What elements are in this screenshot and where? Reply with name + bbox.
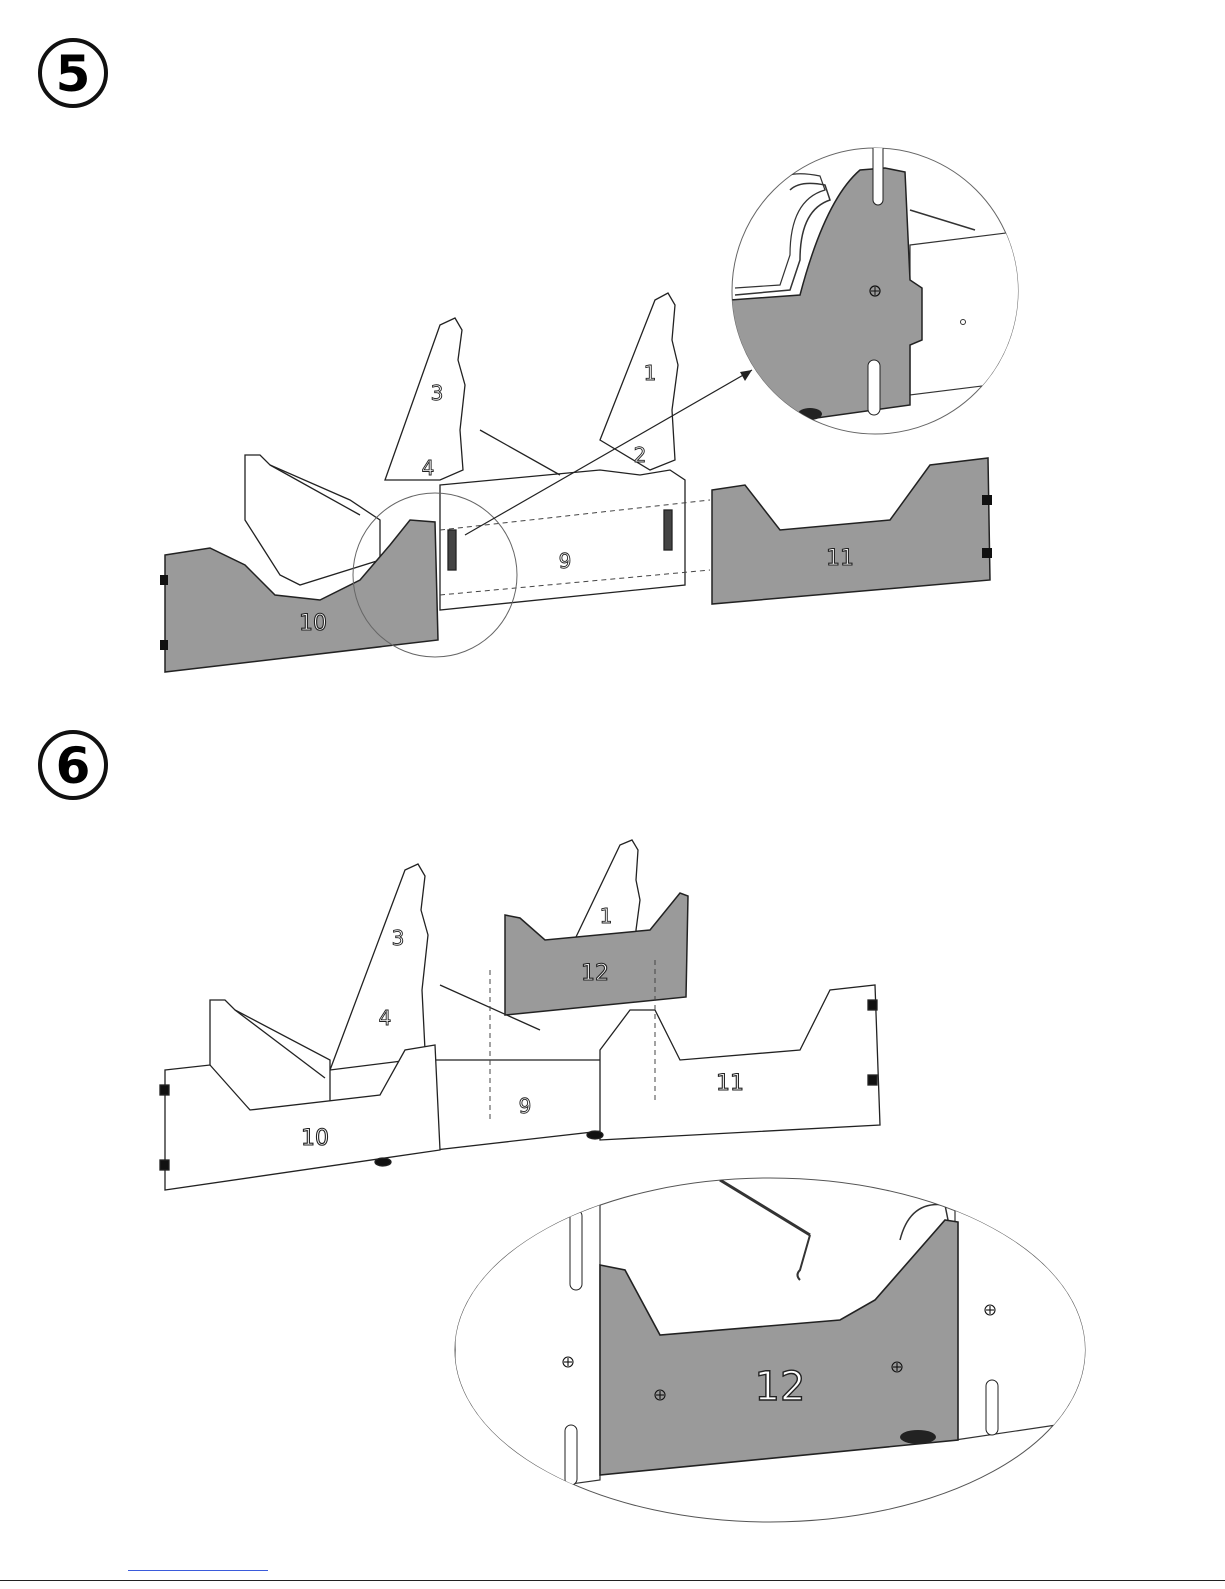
step-6-detail-view: 12 — [450, 1178, 1090, 1522]
part-label-2: 2 — [634, 443, 647, 467]
part-label-9-step6: 9 — [519, 1094, 532, 1118]
part-label-3: 3 — [431, 381, 444, 405]
step-5-detail-view — [730, 140, 1030, 434]
step-5-assembly — [245, 293, 685, 610]
footer-rule — [0, 1580, 1225, 1581]
part-label-10-step6: 10 — [301, 1126, 329, 1151]
detail-part-label-12: 12 — [755, 1364, 806, 1410]
step-5-panel-11: 11 — [712, 458, 992, 604]
step-6-badge: 6 — [40, 732, 106, 798]
step-5-number: 5 — [56, 45, 91, 103]
part-label-11-step6: 11 — [716, 1071, 744, 1096]
part-label-3-step6: 3 — [392, 926, 405, 950]
step-5-badge: 5 — [40, 40, 106, 106]
part-label-1: 1 — [644, 361, 657, 385]
step-6-number: 6 — [56, 737, 91, 795]
part-label-10: 10 — [299, 611, 327, 636]
part-label-4: 4 — [422, 456, 435, 480]
step-6-assembly — [160, 840, 880, 1190]
part-label-1-step6: 1 — [600, 904, 613, 928]
footer-link-underline[interactable] — [128, 1570, 268, 1571]
part-label-9: 9 — [559, 549, 572, 573]
part-label-12: 12 — [581, 961, 609, 986]
part-label-11: 11 — [826, 546, 854, 571]
part-label-4-step6: 4 — [379, 1006, 392, 1030]
